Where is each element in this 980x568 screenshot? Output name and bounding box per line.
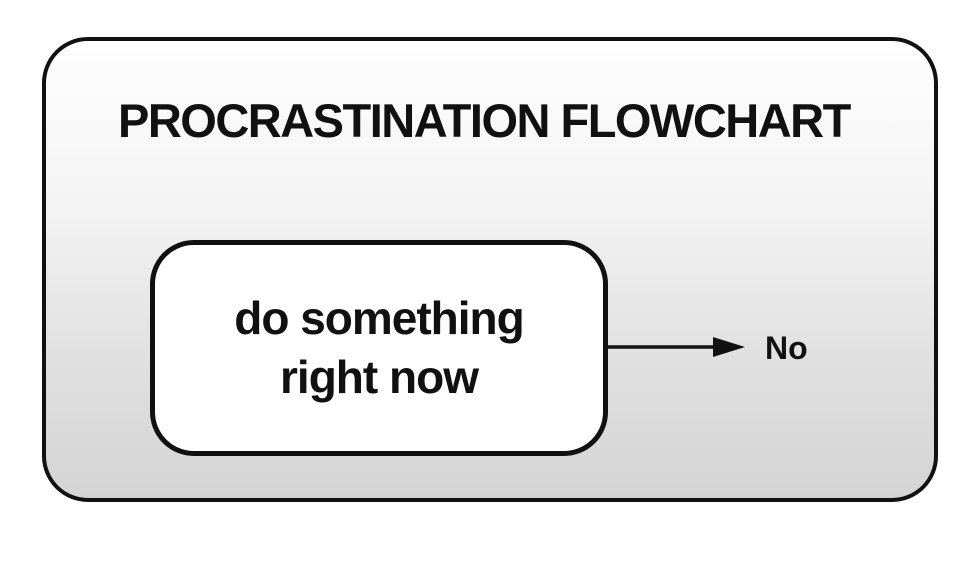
flowchart-node-do-something: do something right now [150,240,608,456]
node-label-line1: do something [234,292,525,345]
node-label-line2: right now [280,351,479,403]
arrow-right-icon [605,337,745,357]
edge-label-no: No [765,330,808,366]
arrow-head [713,337,745,357]
flowchart-title: PROCRASTINATION FLOWCHART [118,94,851,147]
